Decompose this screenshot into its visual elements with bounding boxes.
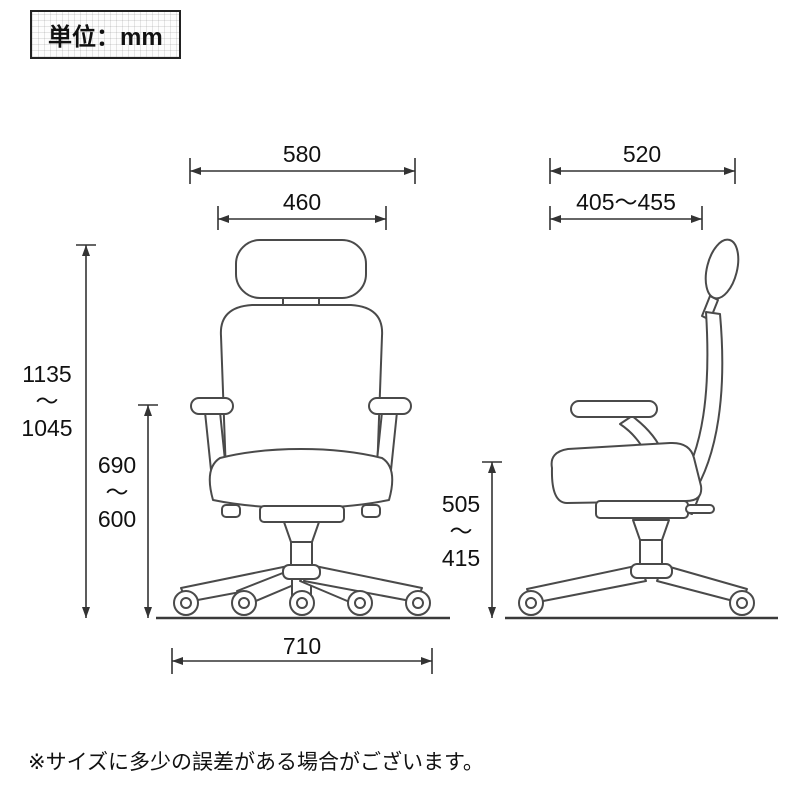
dim-label-front-top-width: 580 (282, 141, 322, 167)
dim-label-back-height-max: 690 (97, 452, 137, 478)
front-view-drawing (173, 239, 431, 616)
dim-tilde-seat-height: 〜 (449, 518, 473, 544)
armrest-pad-left (190, 397, 234, 415)
side-view-drawing (518, 238, 755, 616)
dim-label-overall-height-min: 1045 (21, 415, 73, 441)
dim-tilde-back-height: 〜 (105, 479, 129, 505)
armrest-pad-right (368, 397, 412, 415)
adjust-knob-left (221, 504, 241, 518)
seat (208, 448, 394, 509)
dim-label-base-width: 710 (282, 633, 322, 659)
gas-cylinder-cone (283, 521, 320, 543)
dim-label-overall-height-max: 1135 (22, 361, 72, 387)
headrest (235, 239, 367, 299)
adjust-lever (685, 504, 715, 514)
base-hub (282, 564, 321, 580)
dim-label-seat-height-min: 415 (441, 545, 481, 571)
seat-mechanism (259, 505, 345, 523)
dim-label-front-backrest-width: 460 (282, 189, 322, 215)
dim-label-back-height-min: 600 (97, 506, 137, 532)
adjust-knob-right (361, 504, 381, 518)
base-leg (526, 564, 647, 604)
gas-cylinder-cone-side (632, 519, 670, 541)
unit-badge: 単位：mm (30, 10, 181, 59)
base-hub-side (630, 563, 673, 579)
seat-mechanism-side (595, 500, 689, 519)
dimension-lines (76, 158, 736, 674)
dim-tilde-overall-height: 〜 (35, 388, 59, 414)
armrest-pad-side (570, 400, 658, 418)
dim-label-seat-height-max: 505 (441, 491, 481, 517)
dim-label-seat-depth-range: 405〜455 (576, 189, 676, 215)
headrest-side (704, 238, 740, 300)
size-tolerance-footnote: ※サイズに多少の誤差がある場合がございます。 (28, 751, 484, 774)
dim-label-side-top-width: 520 (622, 141, 662, 167)
seat-side (550, 441, 703, 504)
unit-label: 単位：mm (48, 24, 163, 51)
